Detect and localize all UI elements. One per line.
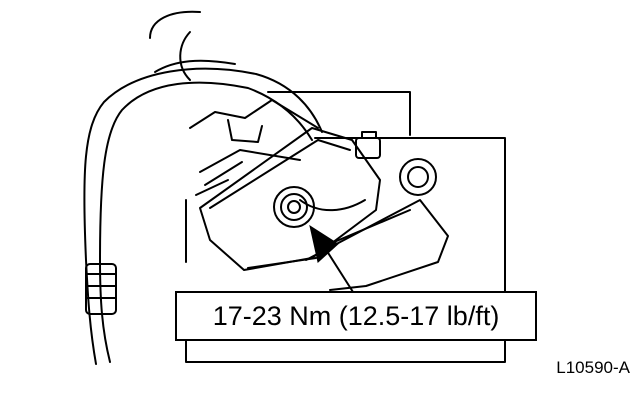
mounting-bolt bbox=[273, 186, 315, 228]
figure-id-label: L10590-A bbox=[556, 358, 630, 377]
hose-collar bbox=[85, 263, 117, 315]
torque-callout: 17-23 Nm (12.5-17 lb/ft) bbox=[175, 291, 537, 341]
bracket-bolt bbox=[399, 158, 437, 196]
hose-upper bbox=[149, 10, 236, 81]
hose-clamp bbox=[189, 99, 319, 196]
fitting-bolt-head bbox=[355, 131, 381, 159]
fitting-block bbox=[199, 127, 381, 271]
callout-leader bbox=[324, 247, 354, 293]
pointer-arrow bbox=[309, 224, 339, 263]
hose-line bbox=[83, 67, 323, 365]
torque-spec-label: 17-23 Nm (12.5-17 lb/ft) bbox=[212, 300, 500, 331]
mounting-bracket bbox=[185, 91, 506, 363]
